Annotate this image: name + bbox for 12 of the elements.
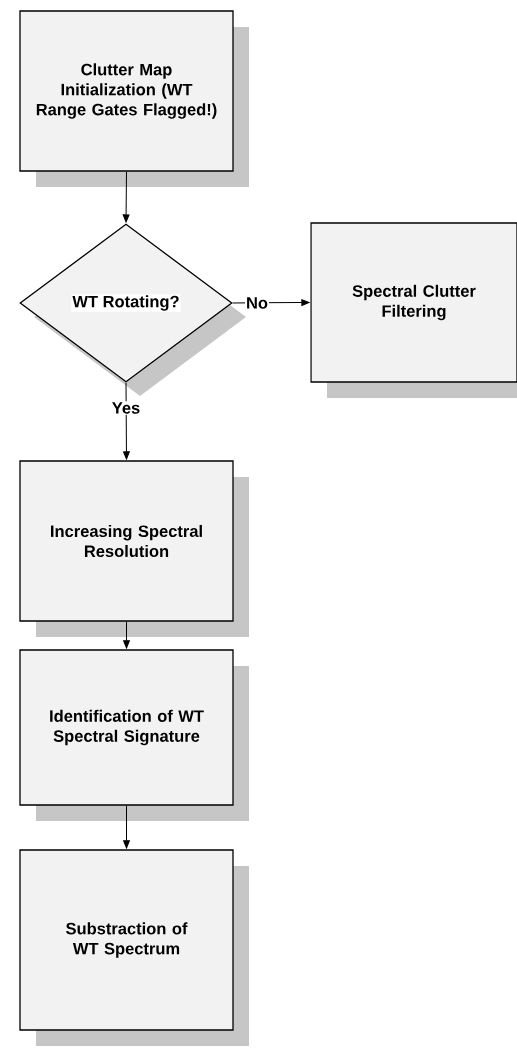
arrow <box>123 805 130 849</box>
process-box: Clutter Map Initialization (WT Range Gates Flagged!) <box>19 10 249 187</box>
arrow <box>122 171 130 223</box>
process-box: Spectral Clutter Filtering <box>310 222 517 398</box>
process-box: Substraction of WT Spectrum <box>19 849 249 1046</box>
arrow <box>123 621 130 649</box>
process-box: Identification of WT Spectral Signature <box>19 649 249 821</box>
process-box: Increasing Spectral Resolution <box>19 460 249 637</box>
edge-label: Yes <box>110 401 142 415</box>
edge-label: No <box>245 296 269 310</box>
arrow <box>232 299 310 306</box>
arrow <box>123 382 130 460</box>
